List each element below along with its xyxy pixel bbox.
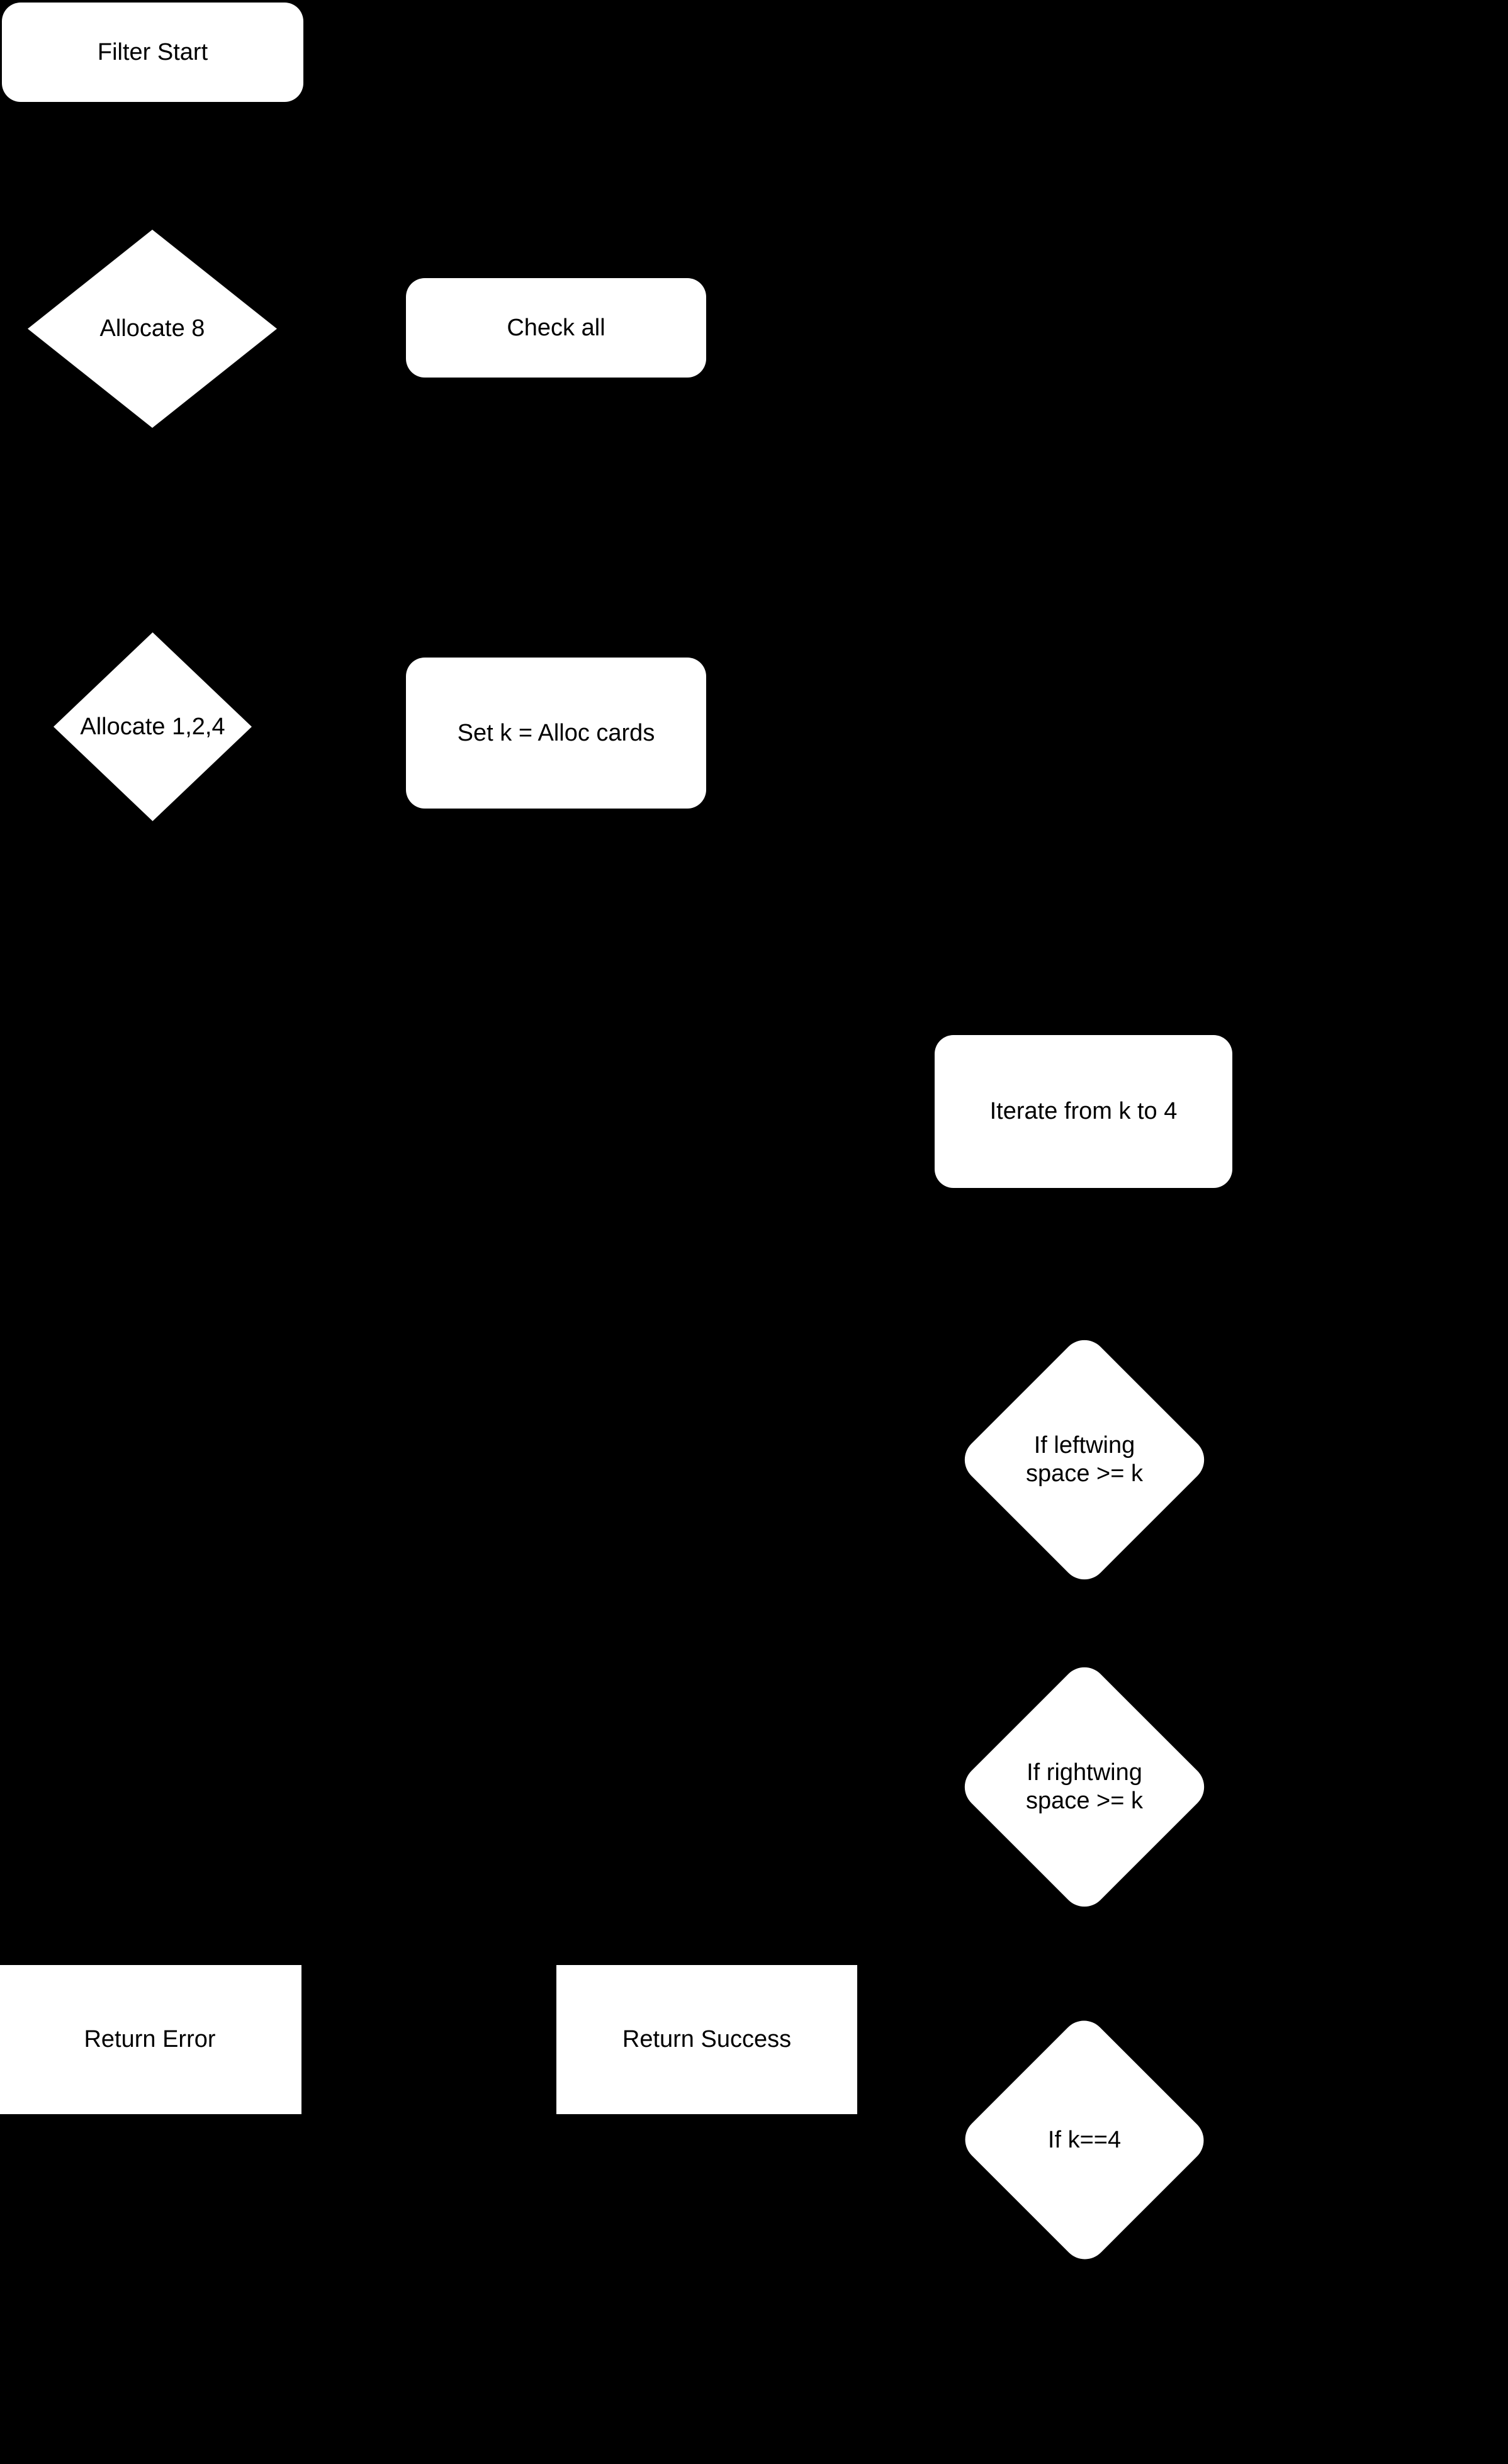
node-allocate-124[interactable]: [53, 632, 252, 821]
node-label-check-all: Check all: [507, 314, 605, 341]
node-allocate-8[interactable]: [28, 230, 277, 428]
node-if-rightwing[interactable]: [955, 1657, 1214, 1917]
node-return-error[interactable]: Return Error: [0, 1965, 301, 2114]
node-label-return-success: Return Success: [622, 2026, 792, 2053]
node-return-success[interactable]: Return Success: [556, 1965, 857, 2114]
node-if-k-eq-4[interactable]: [955, 2011, 1213, 2269]
node-if-leftwing[interactable]: [955, 1330, 1214, 1589]
node-iterate-k-to-4[interactable]: Iterate from k to 4: [935, 1035, 1232, 1188]
node-label-iterate-k-to-4: Iterate from k to 4: [989, 1098, 1178, 1125]
node-label-filter-start: Filter Start: [97, 38, 208, 65]
node-check-all[interactable]: Check all: [406, 278, 706, 378]
node-label-return-error: Return Error: [84, 2026, 216, 2053]
node-label-set-k: Set k = Alloc cards: [457, 719, 655, 746]
node-filter-start[interactable]: Filter Start: [2, 3, 303, 102]
node-set-k[interactable]: Set k = Alloc cards: [406, 658, 706, 809]
